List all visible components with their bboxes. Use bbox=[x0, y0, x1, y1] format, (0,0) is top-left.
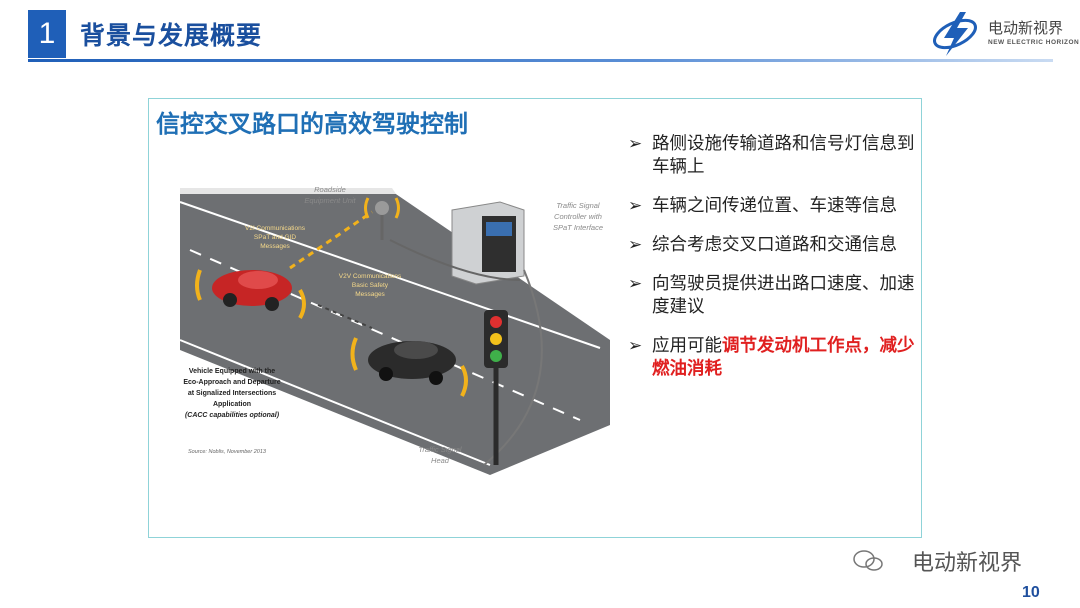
signal-head-label-1: Traffic Signal bbox=[418, 445, 462, 454]
signal-head-label-2: Head bbox=[431, 456, 450, 465]
vehicle-label-1: Vehicle Equipped with the bbox=[189, 368, 275, 375]
bullet-item: ➢路侧设施传输道路和信号灯信息到车辆上 bbox=[628, 134, 915, 177]
chevron-right-icon: ➢ bbox=[628, 336, 643, 356]
vehicle-label-3: at Signalized Intersections bbox=[188, 390, 276, 397]
page-title: 背景与发展概要 bbox=[80, 21, 263, 50]
chevron-right-icon: ➢ bbox=[628, 134, 643, 154]
v2v-label-2: Basic Safety bbox=[352, 282, 389, 289]
bullet-item: ➢综合考虑交叉口道路和交通信息 bbox=[628, 235, 897, 255]
roadside-label-2: Equipment Unit bbox=[304, 196, 356, 205]
watermark-text: 电动新视界 bbox=[912, 551, 1023, 576]
source-note: Source: Noblis, November 2013 bbox=[188, 449, 267, 455]
v2v-label-3: Messages bbox=[355, 291, 385, 298]
bullet-item: ➢应用可能调节发动机工作点，减少燃油消耗 bbox=[628, 336, 915, 379]
section-number: 1 bbox=[28, 10, 66, 58]
red-car-icon bbox=[195, 269, 306, 319]
logo-subtext: NEW ELECTRIC HORIZON bbox=[988, 39, 1080, 46]
page-number: 10 bbox=[1022, 584, 1040, 601]
traffic-light-icon bbox=[484, 310, 508, 465]
v2v-label-1: V2V Communications bbox=[339, 273, 402, 280]
black-car-icon bbox=[350, 337, 468, 397]
controller-label-1: Traffic Signal bbox=[556, 201, 600, 210]
road bbox=[180, 190, 610, 475]
roadside-unit-icon bbox=[364, 197, 400, 240]
chevron-right-icon: ➢ bbox=[628, 235, 643, 255]
v2i-label-3: Messages bbox=[260, 243, 290, 250]
bullet-item: ➢向驾驶员提供进出路口速度、加速度建议 bbox=[628, 274, 915, 317]
bullet-list: ➢路侧设施传输道路和信号灯信息到车辆上 ➢车辆之间传递位置、车速等信息 ➢综合考… bbox=[626, 133, 916, 397]
chevron-right-icon: ➢ bbox=[628, 274, 643, 294]
title-underline bbox=[28, 59, 1053, 62]
logo-icon bbox=[933, 12, 977, 56]
v2i-label-2: SPaT and GID bbox=[254, 234, 296, 241]
content-panel bbox=[148, 98, 922, 538]
vehicle-label-2: Eco-Approach and Departure bbox=[183, 379, 280, 386]
logo-text: 电动新视界 bbox=[988, 19, 1064, 37]
wechat-icon bbox=[853, 550, 883, 571]
roadside-label-1: Roadside bbox=[314, 185, 346, 194]
controller-label-3: SPaT Interface bbox=[553, 223, 603, 232]
vehicle-label-4: Application bbox=[213, 401, 251, 408]
chevron-right-icon: ➢ bbox=[628, 196, 643, 216]
v2i-label-1: V2I Communications bbox=[245, 225, 306, 232]
bullet-item: ➢车辆之间传递位置、车速等信息 bbox=[628, 196, 897, 216]
signal-controller-icon bbox=[451, 201, 525, 285]
controller-label-2: Controller with bbox=[554, 212, 602, 221]
vehicle-label-5: (CACC capabilities optional) bbox=[185, 412, 280, 419]
panel-title: 信控交叉路口的高效驾驶控制 bbox=[156, 110, 468, 138]
highlight-text: 调节发动机工作点，减少燃油消耗 bbox=[652, 336, 915, 379]
